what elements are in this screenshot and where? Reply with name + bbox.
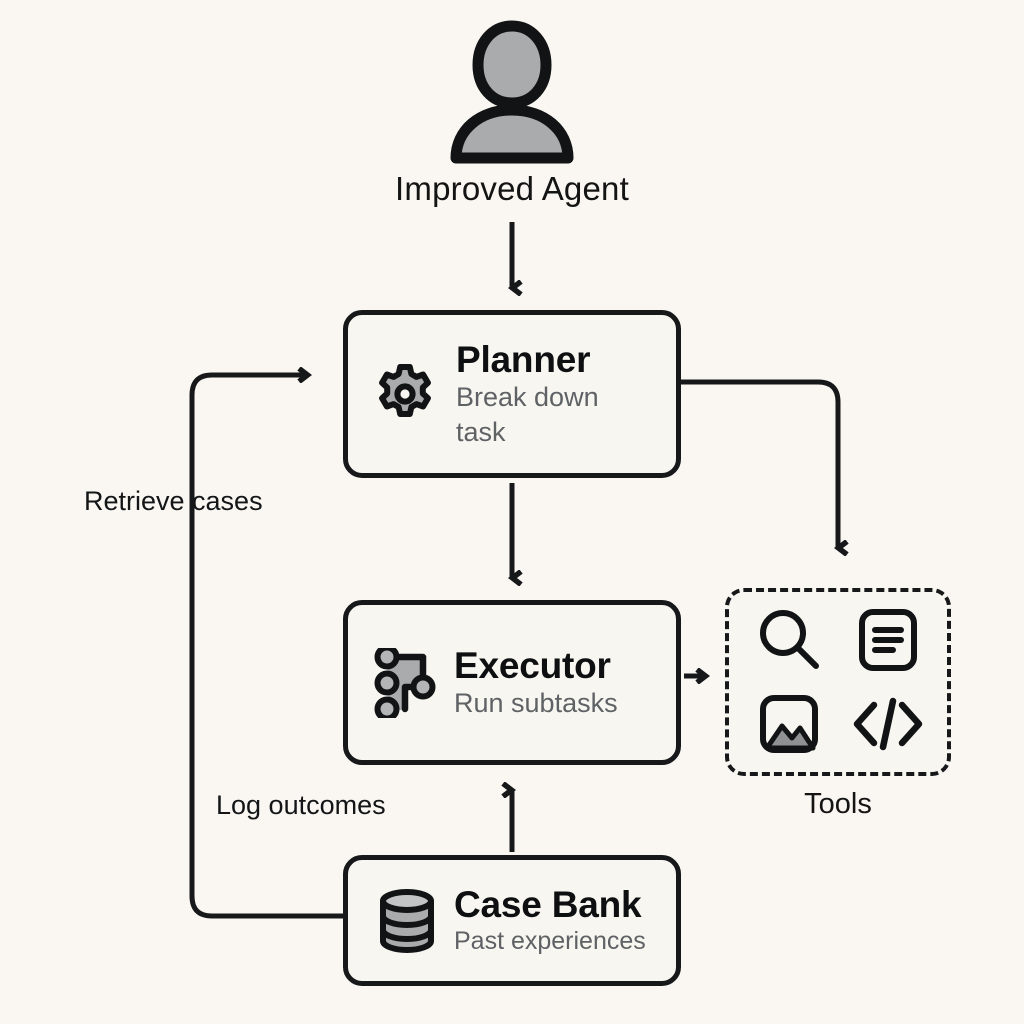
executor-text: Executor Run subtasks: [454, 644, 618, 720]
workflow-icon: [374, 647, 436, 718]
agent-block: Improved Agent: [392, 18, 632, 208]
document-icon[interactable]: [854, 606, 922, 674]
gear-icon: [379, 364, 431, 417]
edge-label-log-outcomes: Log outcomes: [216, 790, 386, 820]
database-icon: [380, 888, 434, 953]
case-bank-title: Case Bank: [454, 883, 642, 925]
tools-grid: [729, 592, 947, 772]
agent-label: Improved Agent: [395, 170, 629, 207]
planner-text: Planner Break down task: [456, 340, 599, 448]
case-bank-text: Case Bank Past experiences: [454, 885, 646, 956]
edge-label-retrieve-cases: Retrieve cases: [84, 486, 263, 516]
search-icon[interactable]: [753, 604, 825, 676]
node-planner[interactable]: Planner Break down task: [343, 310, 681, 478]
node-executor[interactable]: Executor Run subtasks: [343, 600, 681, 765]
planner-subtitle-line2: task: [456, 416, 506, 447]
code-icon[interactable]: [850, 693, 926, 755]
person-icon: [450, 20, 574, 164]
tools-group[interactable]: [725, 588, 951, 776]
case-bank-subtitle: Past experiences: [454, 926, 646, 955]
edge-planner-to-tools: [681, 379, 838, 548]
tools-caption: Tools: [804, 788, 872, 820]
image-icon[interactable]: [755, 690, 823, 758]
edge-casebank-to-planner: [189, 375, 343, 919]
planner-subtitle-line1: Break down: [456, 382, 599, 413]
executor-title: Executor: [454, 644, 611, 686]
executor-subtitle: Run subtasks: [454, 687, 618, 718]
planner-title: Planner: [456, 338, 591, 380]
node-case-bank[interactable]: Case Bank Past experiences: [343, 855, 681, 986]
